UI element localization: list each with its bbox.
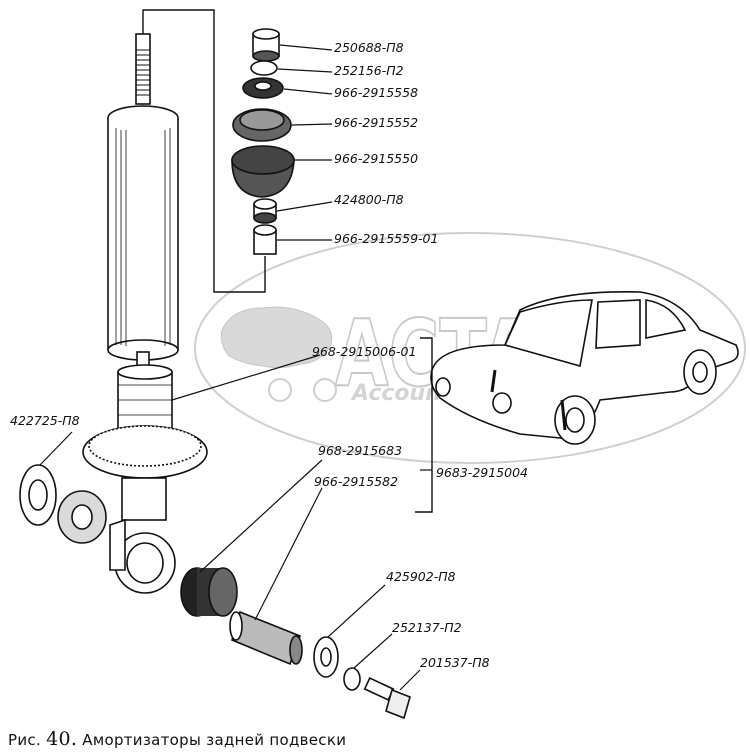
upper-mount-parts <box>231 28 295 255</box>
part-label-968-2915006-01: 968-2915006-01 <box>312 344 416 359</box>
car-rear-window <box>645 299 687 339</box>
part-label-966-2915559-01: 966-2915559-01 <box>334 231 438 246</box>
lower-eye-stem <box>121 477 167 521</box>
piston-rod-top <box>135 33 151 105</box>
nut-top <box>252 28 280 62</box>
lower-mount-parts <box>180 567 411 720</box>
caption-number: 40. <box>46 728 78 750</box>
part-label-252137: 252137-П2 <box>392 620 462 635</box>
rod-thread <box>136 49 150 96</box>
car-windshield <box>503 299 593 368</box>
shock-casing <box>108 118 178 350</box>
watermark-emblem <box>268 378 292 402</box>
lower-body <box>117 371 173 433</box>
casing-shading <box>115 128 171 346</box>
steel-sleeve <box>229 610 303 666</box>
nut-lower <box>253 198 277 224</box>
part-label-425902: 425902-П8 <box>386 569 456 584</box>
part-label-966-2915582: 966-2915582 <box>314 474 398 489</box>
part-labels: 250688-П8 252156-П2 966-2915558 966-2915… <box>10 40 528 670</box>
rubber-bushing-right <box>180 567 238 617</box>
caption-prefix: Рис. <box>8 731 42 749</box>
assembly-bracket <box>142 9 266 293</box>
car-illustration <box>430 291 739 445</box>
car-side-window <box>595 299 641 349</box>
shock-absorber <box>82 33 208 594</box>
car-headlight <box>492 392 512 414</box>
shock-location-arrow <box>490 369 497 393</box>
part-label-250688: 250688-П8 <box>334 40 404 55</box>
part-label-422725: 422725-П8 <box>10 413 80 428</box>
spring-washer <box>250 60 278 76</box>
part-label-201537: 201537-П8 <box>420 655 490 670</box>
assembly-bracket-right <box>415 337 433 513</box>
watermark-ellipse <box>194 232 746 464</box>
spring-washer-right <box>343 667 361 691</box>
leader-lines <box>39 44 432 691</box>
bushing-sleeve <box>253 224 277 255</box>
figure-caption: Рис. 40. Амортизаторы задней подвески <box>8 728 346 750</box>
part-label-966-2915552: 966-2915552 <box>334 115 418 130</box>
left-washer-bushing <box>19 464 107 544</box>
caption-title: Амортизаторы задней подвески <box>82 731 347 749</box>
part-label-252156: 252156-П2 <box>334 63 404 78</box>
car-headlight <box>435 377 451 397</box>
part-label-966-2915550: 966-2915550 <box>334 151 418 166</box>
watermark-emblem <box>313 378 337 402</box>
watermark-boar-logo <box>220 306 333 369</box>
part-label-966-2915558: 966-2915558 <box>334 85 418 100</box>
part-label-424800: 424800-П8 <box>334 192 404 207</box>
bolt <box>363 677 411 720</box>
part-label-9683-2915004: 9683-2915004 <box>436 465 528 480</box>
part-label-968-2915683: 968-2915683 <box>318 443 402 458</box>
